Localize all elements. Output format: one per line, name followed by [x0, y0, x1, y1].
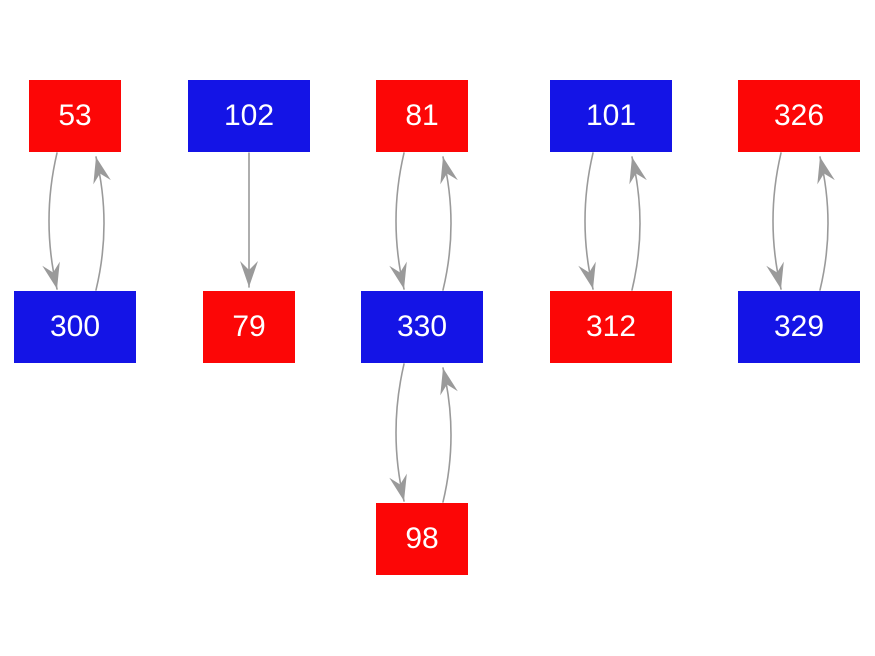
graph-node-330[interactable]: 330	[361, 291, 483, 363]
node-label: 101	[585, 99, 637, 132]
node-label: 312	[585, 310, 637, 343]
node-label: 300	[49, 310, 101, 343]
graph-node-326[interactable]: 326	[738, 80, 860, 152]
graph-node-312[interactable]: 312	[550, 291, 672, 363]
graph-node-53[interactable]: 53	[29, 80, 121, 152]
graph-node-98[interactable]: 98	[376, 503, 468, 575]
node-label: 326	[773, 99, 825, 132]
graph-node-300[interactable]: 300	[14, 291, 136, 363]
graph-node-101[interactable]: 101	[550, 80, 672, 152]
edge-300-53[interactable]	[93, 156, 111, 291]
edge-98-330[interactable]	[440, 367, 458, 503]
node-label: 98	[405, 522, 439, 555]
edge-326-329[interactable]	[766, 152, 784, 290]
edges	[42, 152, 835, 503]
node-label: 329	[773, 310, 825, 343]
node-label: 81	[405, 99, 439, 132]
node-label: 102	[223, 99, 275, 132]
edge-101-312[interactable]	[578, 152, 596, 290]
edge-330-81[interactable]	[440, 156, 458, 291]
edge-53-300[interactable]	[42, 152, 60, 290]
edge-329-326[interactable]	[817, 156, 835, 291]
edge-330-98[interactable]	[389, 363, 407, 502]
graph-node-79[interactable]: 79	[203, 291, 295, 363]
graph-node-329[interactable]: 329	[738, 291, 860, 363]
edge-81-330[interactable]	[389, 152, 407, 290]
edge-312-101[interactable]	[629, 156, 647, 291]
graph-node-102[interactable]: 102	[188, 80, 310, 152]
graph-node-81[interactable]: 81	[376, 80, 468, 152]
node-label: 79	[232, 310, 266, 343]
node-label: 53	[58, 99, 92, 132]
node-label: 330	[396, 310, 448, 343]
